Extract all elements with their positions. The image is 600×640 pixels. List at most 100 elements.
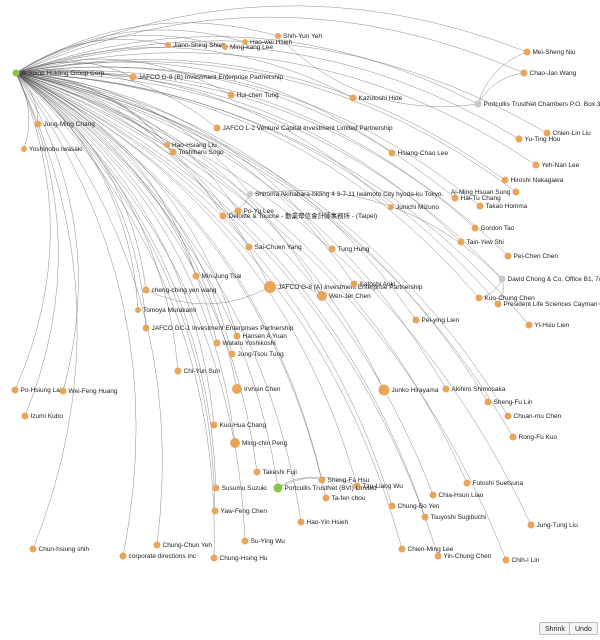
- node-jung-ming-chang[interactable]: Jung-Ming Chang: [34, 120, 96, 129]
- node-tain-yew-shi[interactable]: Tain-Yew Shi: [457, 238, 504, 247]
- node-chung-chun-yeh[interactable]: Chung-Chun Yeh: [153, 541, 213, 550]
- node-tung-hung[interactable]: Tung Hung: [328, 245, 370, 254]
- node-marker[interactable]: [412, 316, 420, 324]
- node-marker[interactable]: [142, 286, 150, 294]
- node-marker[interactable]: [164, 142, 170, 148]
- node-shiroma-akihabara-blding-4-3-7-11-iwamot[interactable]: Shiroma Akihabara-blding 4 3-7-11 Iwamot…: [247, 191, 444, 198]
- node-marker[interactable]: [119, 552, 127, 560]
- node-kuo-hua-chang[interactable]: Kuo-Hua Chang: [210, 421, 267, 430]
- node-portcullis-trustnet-chambers-p-o-box-344[interactable]: Portcullis TrustNet Chambers P.O. Box 34…: [474, 100, 600, 109]
- node-marker[interactable]: [227, 91, 235, 99]
- node-marker[interactable]: [21, 146, 27, 152]
- node-marker[interactable]: [494, 300, 502, 308]
- node-marker[interactable]: [11, 386, 19, 394]
- node-marker[interactable]: [12, 69, 20, 77]
- node-rong-fu-kuo[interactable]: Rong-Fu Kuo: [509, 433, 558, 442]
- node-marker[interactable]: [322, 494, 330, 502]
- node-marker[interactable]: [34, 120, 42, 128]
- node-hao-wei-hsieh[interactable]: Hao-wei Hsieh: [242, 39, 293, 46]
- node-satoshi-aoki[interactable]: Satoshi Aoki: [350, 280, 396, 289]
- node-marker[interactable]: [273, 483, 283, 493]
- node-marker[interactable]: [165, 42, 171, 48]
- node-marker[interactable]: [264, 281, 276, 293]
- node-junichi-mizuno[interactable]: Junichi Mizuno: [388, 204, 439, 211]
- node-marker[interactable]: [328, 245, 336, 253]
- node-marker[interactable]: [476, 202, 484, 210]
- node-marker[interactable]: [135, 307, 141, 313]
- node-marker[interactable]: [525, 321, 533, 329]
- node-hao-hsiang-liu[interactable]: Hao-Hsiang Liu: [164, 142, 217, 149]
- node-marker[interactable]: [219, 212, 227, 220]
- node-irvhsin-chen[interactable]: Irvhsin Chen: [232, 384, 281, 394]
- node-pei-ying-lien[interactable]: Pei-ying Lien: [412, 316, 460, 325]
- node-marker[interactable]: [228, 350, 236, 358]
- node-sai-chuen-yang[interactable]: Sai-Chuen Yang: [245, 243, 302, 252]
- node-marker[interactable]: [543, 129, 551, 137]
- node-marker[interactable]: [232, 384, 242, 394]
- node-marker[interactable]: [213, 124, 221, 132]
- node-marker[interactable]: [388, 502, 396, 510]
- node-marker[interactable]: [353, 482, 361, 490]
- node-marker[interactable]: [245, 243, 253, 251]
- node-hai-tu-chang[interactable]: Hai-Tu Chang: [451, 194, 502, 203]
- node-marker[interactable]: [212, 484, 220, 492]
- node-marker[interactable]: [233, 332, 241, 340]
- node-marker[interactable]: [242, 39, 248, 45]
- node-marker[interactable]: [230, 438, 240, 448]
- node-marker[interactable]: [398, 545, 406, 553]
- node-a-spine-holding-group-corp[interactable]: A-Spine Holding Group Corp.: [12, 69, 107, 78]
- node-min-jung-tsai[interactable]: Min-Jung Tsai: [192, 272, 242, 281]
- node-cheng-ching-yen-wang[interactable]: cheng-ching yen wang: [142, 286, 217, 295]
- node-marker[interactable]: [317, 291, 327, 301]
- node-marker[interactable]: [532, 161, 540, 169]
- node-marker[interactable]: [210, 421, 218, 429]
- node-marker[interactable]: [210, 554, 218, 562]
- node-marker[interactable]: [474, 100, 482, 108]
- node-marker[interactable]: [457, 238, 465, 246]
- node-kuo-chung-chen[interactable]: Kuo-Chung Chen: [475, 294, 536, 303]
- node-jung-tung-liu[interactable]: Jung-Tung Liu: [527, 521, 579, 530]
- node-ming-kang-lee[interactable]: Ming-kang Lee: [222, 44, 273, 51]
- node-jafco-gc-1-investment-enterprises-partne[interactable]: JAFCO GC-1 Investment Enterprises Partne…: [142, 324, 294, 333]
- node-marker[interactable]: [434, 552, 442, 560]
- node-wen-jer-chen[interactable]: Wen-Jer Chen: [317, 291, 371, 301]
- node-jafco-g-8-b-investment-enterprise-partne[interactable]: JAFCO G-8 (B) Investment Enterprise Part…: [129, 73, 284, 82]
- node-chun-hsiung-shih[interactable]: Chun-hsiung shih: [29, 545, 90, 554]
- node-yi-hsiu-lien[interactable]: Yi-Hsiu Lien: [525, 321, 570, 330]
- node-tomoya-murakami[interactable]: Tomoya Murakami: [135, 307, 196, 314]
- node-david-chong-co-office-b1-7-f-lo[interactable]: David Chong & Co. Office B1, 7/F. Lo: [498, 275, 600, 284]
- node-marker[interactable]: [501, 176, 509, 184]
- node-marker[interactable]: [509, 433, 517, 441]
- node-marker[interactable]: [504, 412, 512, 420]
- node-jafco-g-8-a-investment-enterprise-partne[interactable]: JAFCO G-8 (A) Investment Enterprise Part…: [264, 281, 423, 293]
- node-marker[interactable]: [129, 73, 137, 81]
- node-chih-i-lin[interactable]: Chih-I Lin: [502, 556, 540, 565]
- node-ming-chin-peng[interactable]: Ming-chin Peng: [230, 438, 288, 448]
- node-marker[interactable]: [350, 280, 358, 288]
- node-marker[interactable]: [349, 94, 357, 102]
- node-tsuyoshi-sugibuchi[interactable]: Tsuyoshi Sugibuchi: [421, 513, 487, 522]
- node-chung-bo-yen[interactable]: Chung-Bo Yen: [388, 502, 440, 511]
- node-marker[interactable]: [247, 191, 253, 197]
- node-marker[interactable]: [502, 556, 510, 564]
- node-izumi-kubo[interactable]: Izumi Kubo: [21, 412, 64, 421]
- node-ai-ming-hsuan-sung[interactable]: Ai-Ming Hsuan Sung: [451, 188, 520, 197]
- node-marker[interactable]: [429, 491, 437, 499]
- node-deloitte-touche-taipei[interactable]: Deloitte & Touche - 勤業眾信會計師事務所 - (Taipei…: [219, 211, 378, 220]
- node-marker[interactable]: [515, 135, 523, 143]
- node-takeshi-fuji[interactable]: Takeshi Fuji: [253, 468, 297, 477]
- node-portcullis-trustnet-bvi-limited[interactable]: Portcullis TrustNet (BVI) Limited: [273, 483, 377, 493]
- node-marker[interactable]: [297, 518, 305, 526]
- node-marker[interactable]: [142, 324, 150, 332]
- node-marker[interactable]: [421, 513, 429, 521]
- node-hsiang-chao-lee[interactable]: Hsiang-Chao Lee: [388, 149, 449, 158]
- node-jiann-shing-shieh[interactable]: Jiann-Shing Shieh: [165, 42, 226, 49]
- node-marker[interactable]: [451, 194, 459, 202]
- node-yin-chung-chen[interactable]: Yin-Chung Chen: [434, 552, 492, 561]
- node-hui-chen-tung[interactable]: Hui-chen Tung: [227, 91, 280, 100]
- node-marker[interactable]: [275, 33, 281, 39]
- node-marker[interactable]: [211, 507, 219, 515]
- node-marker[interactable]: [234, 207, 242, 215]
- node-yaw-feng-chen[interactable]: Yaw-Feng Chen: [211, 507, 268, 516]
- node-marker[interactable]: [174, 367, 182, 375]
